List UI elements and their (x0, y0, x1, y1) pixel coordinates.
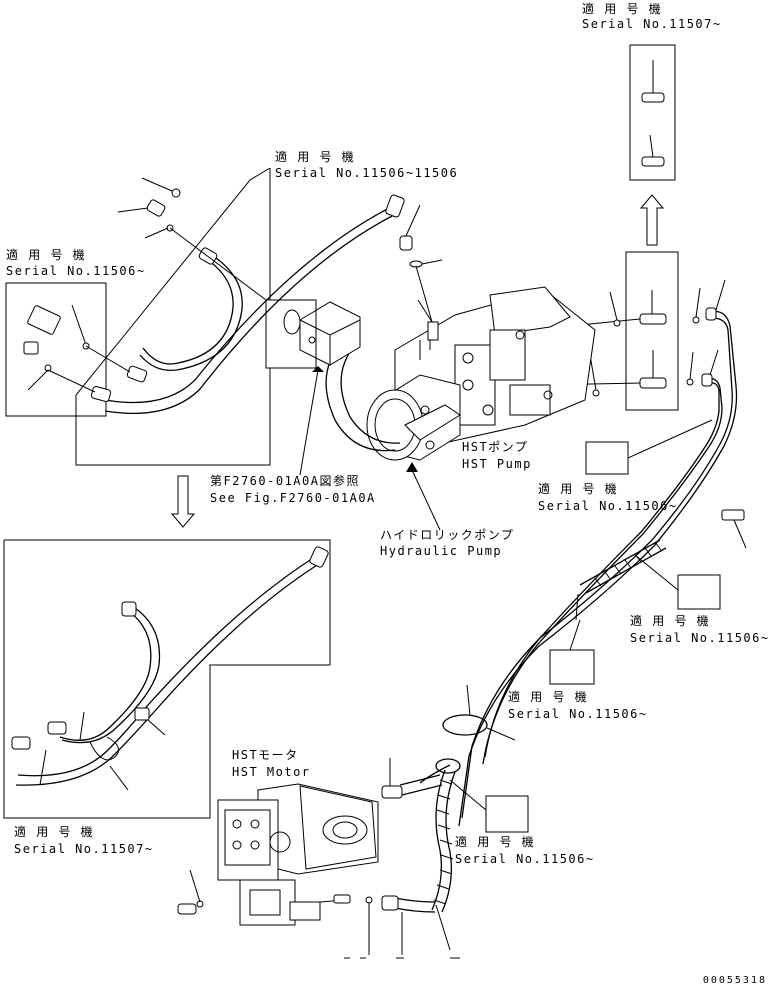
mid-top-serial-label: Serial No.11506~11506 (275, 166, 459, 180)
hst-motor (217, 783, 379, 926)
bottom-left-frame (3, 539, 331, 819)
hydraulic-pump (366, 374, 461, 461)
hose-clamp-mid (442, 714, 488, 736)
clamp-box-4 (485, 795, 529, 833)
hst-motor-ja-label: HSTモータ (232, 748, 299, 762)
reference-ja-label: 第F2760-01A0A図参照 (210, 474, 360, 488)
hydraulic-pump-ja-label: ハイドロリックポンプ (380, 528, 515, 542)
right-hose-bundle (458, 279, 738, 827)
r3-serial-label: Serial No.11506~ (508, 707, 648, 721)
r1-serial-label: Serial No.11506~ (538, 499, 678, 513)
lower-spiral-hose (419, 758, 461, 951)
left-applicable-label: 適 用 号 機 (6, 248, 87, 262)
r4-applicable-label: 適 用 号 機 (455, 835, 536, 849)
motor-hose-fitting (365, 758, 443, 955)
hst-pump-en-label: HST Pump (462, 457, 532, 471)
reference-block (283, 301, 361, 366)
fitting-mid-2 (639, 377, 667, 389)
fitting-top-2 (641, 134, 665, 167)
clamp-box-2 (677, 574, 721, 610)
left-box-parts (23, 304, 131, 393)
r2-applicable-label: 適 用 号 機 (630, 614, 711, 628)
upper-hoses (90, 177, 443, 414)
clamp-box-1 (585, 441, 629, 475)
hst-pump (394, 286, 596, 446)
hydraulic-pump-en-label: Hydraulic Pump (380, 544, 503, 558)
r4-serial-label: Serial No.11506~ (455, 852, 595, 866)
fitting-top-1 (641, 60, 665, 103)
document-number: 00055318 (702, 975, 767, 986)
bottom-left-hoses (11, 546, 329, 791)
motor-fitting-left (177, 903, 197, 915)
top-right-fitting-box (629, 44, 676, 181)
mid-right-fitting-box (625, 251, 679, 411)
bolt-right (721, 509, 747, 549)
fitting-mid-1 (639, 313, 667, 325)
r3-applicable-label: 適 用 号 機 (508, 690, 589, 704)
top-right-serial-label: Serial No.11507~ (582, 17, 722, 31)
mid-top-applicable-label: 適 用 号 機 (275, 150, 356, 164)
hst-motor-en-label: HST Motor (232, 765, 311, 779)
top-right-applicable-label: 適 用 号 機 (582, 2, 663, 16)
block-frame (265, 299, 317, 369)
reference-en-label: See Fig.F2760-01A0A (210, 491, 376, 505)
up-arrow (639, 194, 665, 246)
bottom-left-applicable-label: 適 用 号 機 (14, 825, 95, 839)
down-arrow (170, 475, 196, 528)
clamp-box-3 (549, 649, 595, 685)
hst-pump-ja-label: HSTポンプ (462, 440, 529, 454)
spiral-protector (569, 539, 667, 651)
left-serial-box (5, 282, 107, 417)
r2-serial-label: Serial No.11506~ (630, 631, 770, 645)
bottom-left-serial-label: Serial No.11507~ (14, 842, 154, 856)
left-serial-label: Serial No.11506~ (6, 264, 146, 278)
r1-applicable-label: 適 用 号 機 (538, 482, 619, 496)
